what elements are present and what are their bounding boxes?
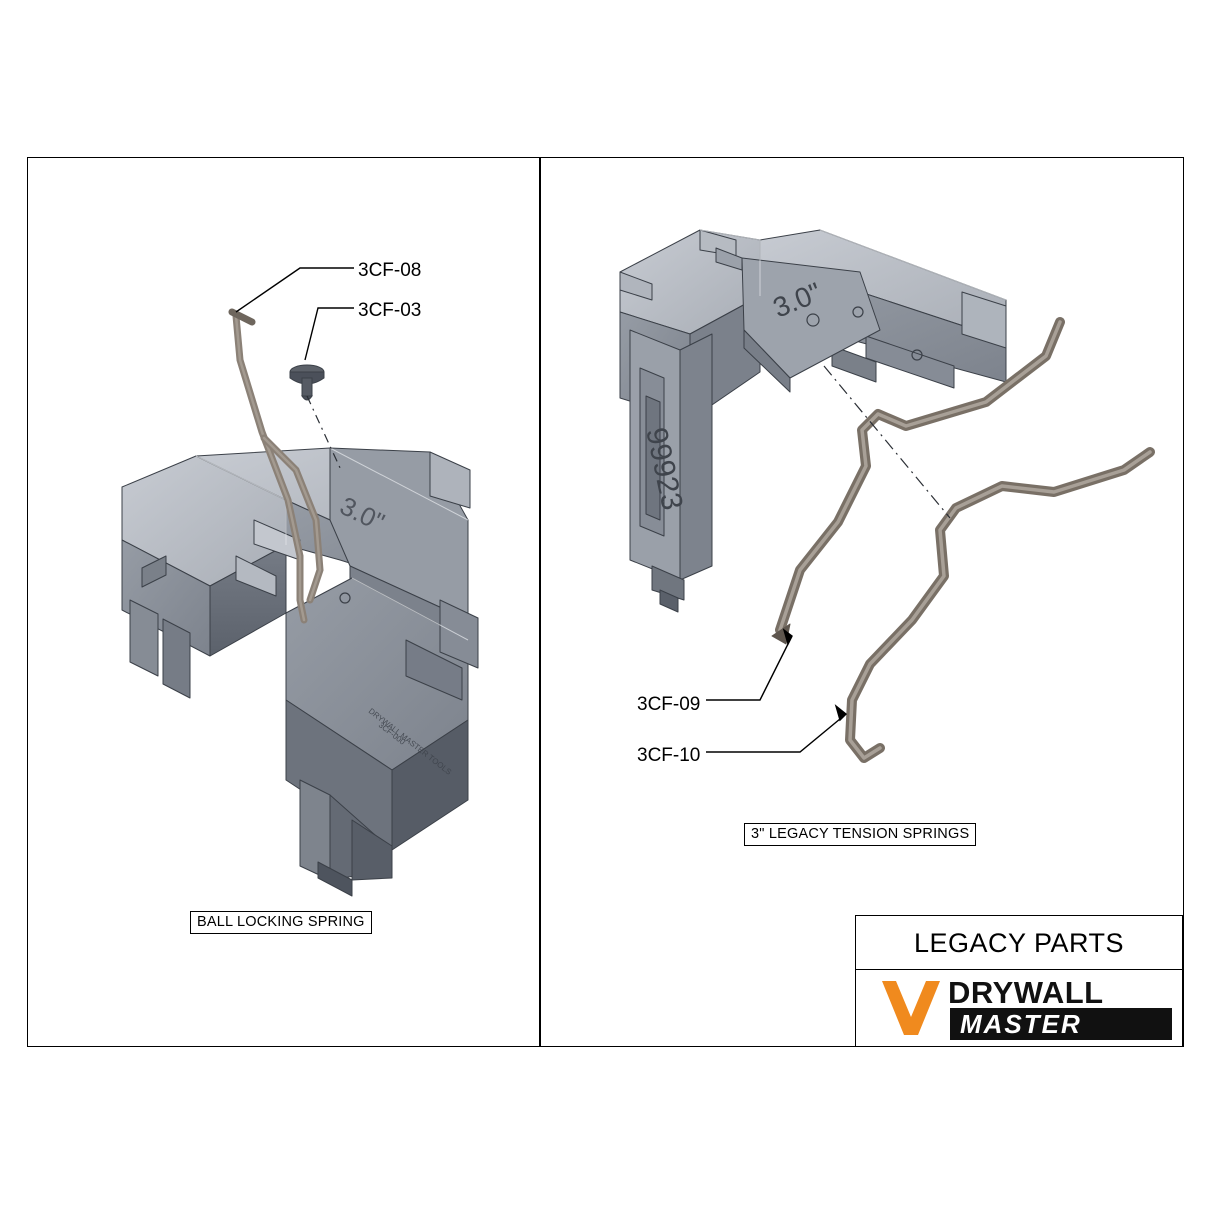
title-block: LEGACY PARTS DRYWALL MASTER xyxy=(855,915,1183,1046)
logo-wordmark: DRYWALL MASTER xyxy=(948,975,1174,1045)
logo-secondary-bar: MASTER xyxy=(950,1008,1172,1040)
callout-label-3cf-08: 3CF-08 xyxy=(358,260,422,281)
chevron-logo-icon xyxy=(882,981,940,1035)
caption-legacy-tension-springs: 3" LEGACY TENSION SPRINGS xyxy=(744,823,977,846)
callout-label-3cf-09: 3CF-09 xyxy=(637,694,701,715)
panel-divider xyxy=(539,157,541,1047)
logo-secondary-text: MASTER xyxy=(960,1009,1082,1039)
title-block-title: LEGACY PARTS xyxy=(856,916,1182,970)
brand-logo: DRYWALL MASTER xyxy=(856,971,1182,1046)
drawing-frame xyxy=(27,157,1184,1047)
logo-primary-text: DRYWALL xyxy=(948,975,1104,1010)
callout-label-3cf-03: 3CF-03 xyxy=(358,300,422,321)
caption-ball-locking-spring: BALL LOCKING SPRING xyxy=(190,911,372,934)
callout-label-3cf-10: 3CF-10 xyxy=(637,745,701,766)
